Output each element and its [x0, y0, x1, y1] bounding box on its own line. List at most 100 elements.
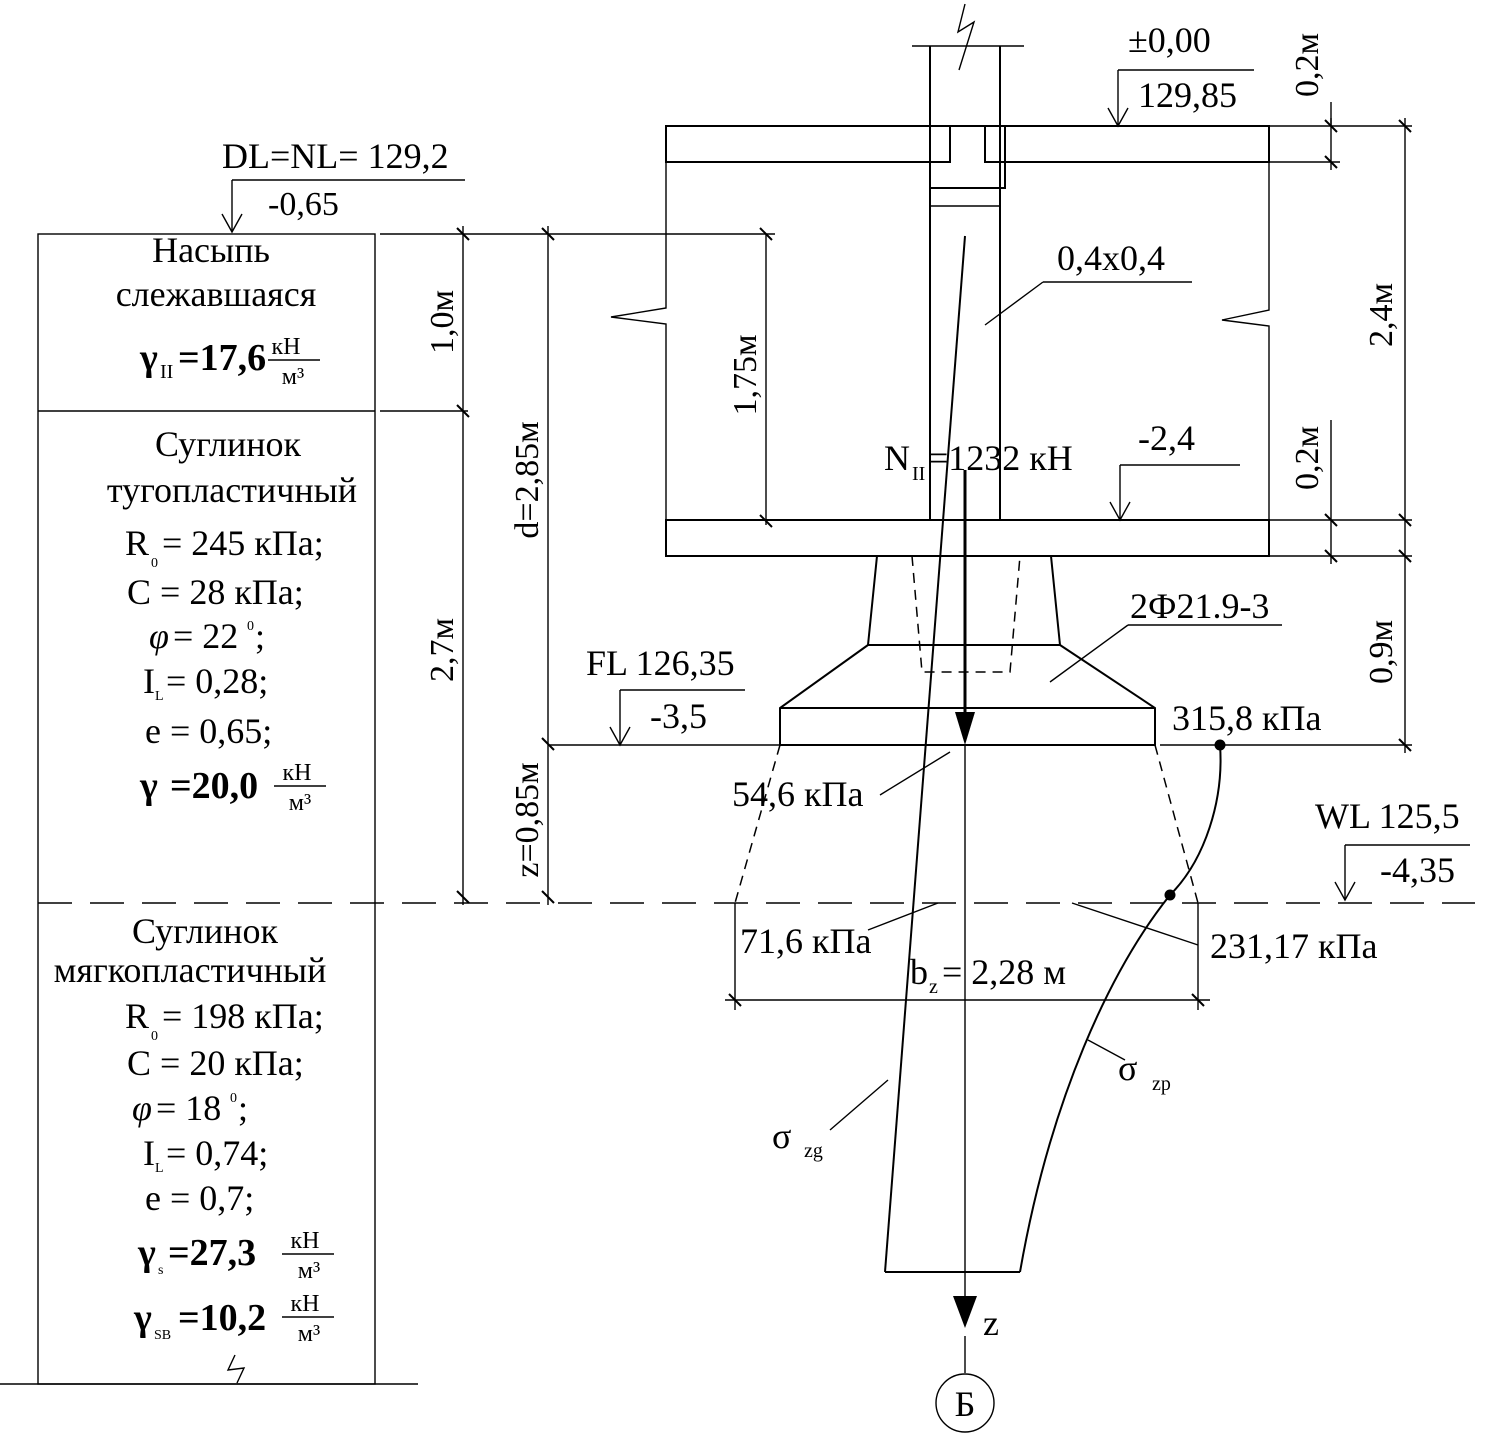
sigma-zg-diagram: 54,6 кПа 71,6 кПа σ zg	[732, 235, 1020, 1273]
break-mark	[226, 1354, 246, 1384]
footing-mark-label: 2Ф21.9-3	[1130, 586, 1269, 626]
layer2-e: e = 0,65;	[145, 711, 272, 751]
dim-loam-layer: 2,7м	[424, 618, 461, 682]
level-mark-dl-nl: DL=NL= 129,2 -0,65	[221, 136, 465, 234]
axis-b-label: Б	[955, 1384, 976, 1424]
dl-relative-level: -0,65	[268, 186, 339, 223]
svg-text:м³: м³	[289, 790, 311, 816]
layer2-phi-symbol: φ	[149, 616, 169, 656]
dim-bz: b z = 2,28 м	[725, 903, 1210, 1010]
sigma-zp-symbol: σ	[1118, 1048, 1137, 1088]
dim-bz-symbol: b	[910, 952, 928, 992]
z-axis-arrow	[953, 1296, 977, 1328]
layer3-name-line2: мягкопластичный	[54, 950, 327, 990]
layer2-gamma-symbol: γ	[139, 765, 158, 807]
layer2-il: = 0,28;	[166, 661, 268, 701]
dim-fill-layer: 1,0м	[424, 290, 461, 354]
column-section-label: 0,4х0,4	[1057, 238, 1165, 278]
level-mark-zero: ±0,00 129,85	[1107, 20, 1254, 128]
sigma-zg-curve	[884, 235, 966, 1273]
layer3-gamma-sb-symbol: γ	[133, 1297, 152, 1339]
footing-base	[779, 644, 1156, 746]
layer3-name-line1: Суглинок	[132, 911, 279, 951]
right-wall-line	[1221, 162, 1270, 520]
soil-column: DL=NL= 129,2 -0,65 Насыпь слежавшаяся γ …	[0, 136, 465, 1385]
svg-text:м³: м³	[298, 1321, 320, 1347]
layer3-gamma-s-symbol: γ	[137, 1232, 156, 1274]
dim-basement-height: 2,4м	[1363, 283, 1400, 347]
svg-text:кН: кН	[283, 760, 312, 786]
sigma-zp-sub: zp	[1152, 1073, 1171, 1095]
layer2-il-symbol: I	[143, 661, 155, 701]
dim-top-slab: 0,2м	[1289, 33, 1326, 97]
layer3-gamma-sb-unit: кН м³	[282, 1291, 334, 1347]
sigma-zg-base-value: 54,6 кПа	[732, 774, 863, 814]
level-mark-fl: FL 126,35 -3,5	[586, 643, 745, 747]
level-mark-wl: WL 125,5 -4,35	[1315, 796, 1470, 902]
layer1-unit: кН м³	[268, 334, 320, 390]
layer3-r0: = 198 кПа;	[162, 996, 324, 1036]
layer2-name-line1: Суглинок	[155, 424, 302, 464]
load-value: =1232 кН	[928, 438, 1073, 478]
layer2-gamma-value: =20,0	[170, 765, 258, 807]
dim-footing-height: 0,9м	[1363, 620, 1400, 684]
layer3-r0-symbol: R	[125, 996, 149, 1036]
svg-text:L: L	[155, 689, 164, 704]
pressure-spread-right	[1154, 744, 1199, 904]
sigma-zg-sub: zg	[804, 1140, 823, 1162]
floor-slab	[665, 519, 1270, 557]
layer2-name-line2: тугопластичный	[107, 470, 357, 510]
dim-column-height: 1,75м	[727, 334, 764, 415]
dim-bz-value: = 2,28 м	[942, 952, 1066, 992]
load-symbol: N	[884, 438, 910, 478]
layer3-gamma-sb-value: =10,2	[178, 1297, 266, 1339]
layer-stiff-loam: Суглинок тугопластичный R 0 = 245 кПа; C…	[107, 424, 357, 816]
layer1-gamma-value: =17,6	[178, 337, 266, 379]
left-dimensions: 1,0м 2,7м d=2,85м z=0,85м 1,75м	[380, 226, 775, 905]
layer3-gamma-s-unit: кН м³	[282, 1228, 334, 1284]
svg-text:L: L	[155, 1161, 164, 1176]
layer1-name-line2: слежавшаяся	[116, 274, 317, 314]
svg-text:кН: кН	[291, 1228, 320, 1254]
layer3-e: e = 0,7;	[145, 1178, 254, 1218]
svg-text:z: z	[929, 976, 938, 998]
svg-text:;: ;	[238, 1088, 248, 1128]
sigma-zg-wl-value: 71,6 кПа	[740, 921, 871, 961]
layer-soft-loam: Суглинок мягкопластичный R 0 = 198 кПа; …	[54, 911, 334, 1347]
level-mark-floor: -2,4	[1109, 418, 1240, 522]
svg-text:кН: кН	[272, 334, 301, 360]
layer3-gamma-s-value: =27,3	[168, 1232, 256, 1274]
top-slab-left	[665, 125, 951, 163]
fl-relative-level: -3,5	[650, 696, 707, 736]
svg-text:м³: м³	[282, 364, 304, 390]
svg-text:0: 0	[247, 619, 254, 634]
svg-text:0: 0	[230, 1091, 237, 1106]
layer2-r0-symbol: R	[125, 523, 149, 563]
dl-nl-label: DL=NL= 129,2	[222, 136, 449, 176]
wl-relative-level: -4,35	[1380, 850, 1455, 890]
sigma-zp-curve	[1019, 744, 1222, 1273]
svg-text:м³: м³	[298, 1258, 320, 1284]
left-wall-line	[610, 162, 667, 520]
sigma-zp-base-value: 315,8 кПа	[1172, 698, 1321, 738]
layer2-c: C = 28 кПа;	[127, 572, 304, 612]
zero-level-label: ±0,00	[1128, 20, 1211, 60]
svg-text:s: s	[158, 1263, 163, 1278]
dim-z: z=0,85м	[509, 762, 546, 877]
dim-depth: d=2,85м	[509, 421, 546, 538]
layer2-r0: = 245 кПа;	[162, 523, 324, 563]
svg-text:0: 0	[151, 556, 158, 571]
layer1-name-line1: Насыпь	[152, 230, 270, 270]
z-axis-label: z	[983, 1303, 999, 1343]
svg-text:;: ;	[255, 616, 265, 656]
sigma-zp-diagram: 315,8 кПа 231,17 кПа σ zp	[1019, 698, 1377, 1273]
sigma-zp-wl-value: 231,17 кПа	[1210, 926, 1377, 966]
layer1-gamma-sub: II	[160, 361, 173, 383]
layer3-c: C = 20 кПа;	[127, 1043, 304, 1083]
layer3-phi-symbol: φ	[132, 1088, 152, 1128]
column-break-mark	[956, 3, 976, 71]
layer2-unit: кН м³	[274, 760, 326, 816]
basement-structure: 0,4х0,4 2Ф21.9-3	[610, 3, 1282, 746]
svg-text:0: 0	[151, 1029, 158, 1044]
